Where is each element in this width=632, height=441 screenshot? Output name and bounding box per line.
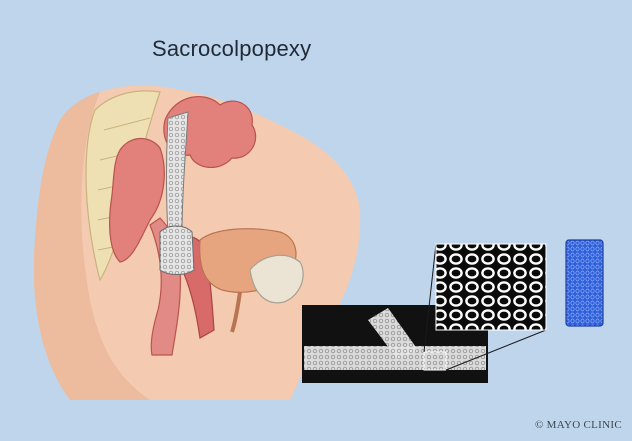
zoom-line-2	[445, 329, 547, 371]
mesh-closeup	[435, 243, 547, 331]
mesh-sample	[565, 239, 604, 327]
bowel-loop-2	[109, 137, 165, 263]
mesh-zoom-box	[423, 351, 447, 371]
mesh-wrap	[159, 225, 195, 275]
body-shadow	[33, 92, 150, 400]
mesh-strip-diagonal	[368, 308, 418, 360]
diagram-title: Sacrocolpopexy	[152, 36, 312, 61]
pubic-bone	[249, 254, 304, 304]
copyright-credit: © MAYO CLINIC	[534, 419, 622, 431]
urethra	[230, 291, 242, 333]
zoom-line-1	[423, 243, 437, 353]
